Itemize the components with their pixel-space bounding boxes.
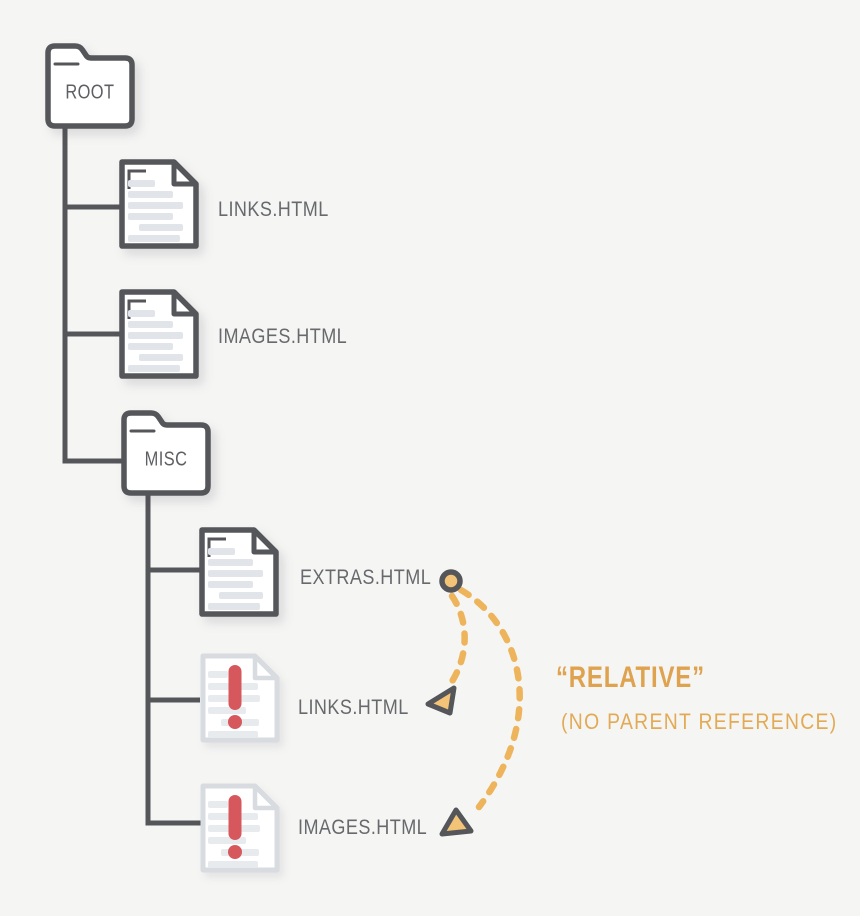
document-icon [119,289,199,379]
folder-name: MISC [144,448,188,471]
file-label-images-misc: IMAGES.HTML [298,816,428,839]
file-label-links-misc: LINKS.HTML [298,696,409,719]
file-label-links-root: LINKS.HTML [218,198,329,221]
error-document-icon [200,783,280,873]
dashed-curve-to-links [447,592,468,687]
misc-trunk-line [145,494,202,826]
dashed-curve-to-images [457,586,523,811]
document-icon [199,527,279,617]
exclamation-icon [228,795,242,859]
root-folder: ROOT [42,41,138,131]
document-text-lines [208,548,263,610]
file-label-images-root: IMAGES.HTML [218,325,348,348]
document-icon [119,159,199,249]
folder-icon [45,43,135,129]
document-extras [195,521,283,619]
annotation-title: “RELATIVE” [556,661,705,694]
error-document-icon [200,653,280,743]
document-links-misc-broken [197,648,283,746]
annotation-subtitle: (NO PARENT REFERENCE) [561,709,838,734]
document-text-lines [128,180,183,242]
document-links-root [115,153,203,251]
document-images-root [115,283,203,381]
document-text-lines [128,310,183,372]
arrowhead-icon-links [425,685,457,716]
document-images-misc-broken [197,778,283,876]
file-label-extras: EXTRAS.HTML [300,566,432,589]
root-trunk-line [62,126,122,464]
exclamation-icon [228,665,242,729]
misc-folder: MISC [118,408,214,498]
folder-icon [121,410,211,496]
folder-name: ROOT [65,81,115,104]
